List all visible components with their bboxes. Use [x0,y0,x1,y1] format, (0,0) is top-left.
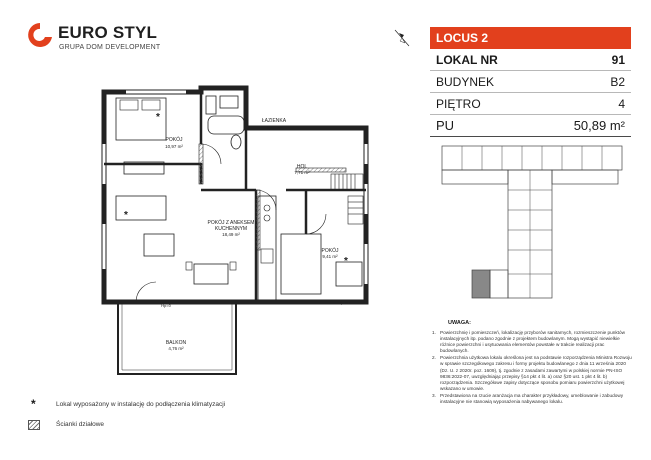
asterisk-icon: * [31,397,36,411]
info-label: PIĘTRO [436,96,481,111]
hatch-pattern-icon [28,420,40,430]
room-label-hol: HOL [297,164,308,170]
info-row-pietro: PIĘTRO 4 [430,93,631,115]
info-label: LOKAL NR [436,52,498,67]
partition-walls [104,92,366,302]
ac-asterisk-icon: * [124,210,128,221]
balcony-door-arc [135,281,157,303]
legend-text: Ścianki działowe [56,421,105,428]
building-key-plan [441,145,623,299]
room-area-salon: 18,49 m² [222,232,240,237]
legend-item-ac: * Lokal wyposażony w instalację do podłą… [28,398,278,418]
note-text: Powierzchnię i pomieszczeń, lokalizację … [440,330,625,354]
bed-2 [280,233,322,295]
note-item: 3. Przedstawiona na rzucie aranżacja ma … [432,393,632,405]
info-row-lokal: LOKAL NR 91 [430,49,631,71]
note-number: 3. [432,392,436,398]
brand-name: EURO STYL [58,23,158,42]
legend-item-partition: Ścianki działowe [28,418,278,438]
info-row-pu: PU 50,89 m² [430,115,631,137]
sink [219,95,239,109]
note-item: 1. Powierzchnię i pomieszczeń, lokalizac… [432,330,632,354]
room-label-pokoj-2: POKÓJ [322,247,339,254]
room-area-lazienka: 4,31 m² [266,125,282,130]
door-arc [200,143,222,165]
room-area-balkon: 4,76 m² [168,346,184,351]
bathtub [207,115,245,135]
room-label-balkon: BALKON [166,340,187,346]
info-label: PU [436,118,455,133]
legend-text: Lokal wyposażony w instalację do podłącz… [56,401,226,408]
note-text: Przedstawiona na rzucie aranżacja ma cha… [440,392,624,405]
notes-section: UWAGA: 1. Powierzchnię i pomieszczeń, lo… [432,320,632,406]
room-area-pokoj-1: 10,97 m² [165,144,183,149]
note-number: 2. [432,355,436,361]
room-area-pokoj-2: 9,41 m² [322,254,338,259]
note-text: Powierzchnia użytkowa lokalu określona j… [440,355,632,391]
room-area-hol: 7,71 m² [294,170,310,175]
bed [115,97,167,141]
room-label-pokoj-1: POKÓJ [166,136,183,143]
door-arc [305,213,327,235]
brand-subtitle: GRUPA DOM DEVELOPMENT [59,44,161,51]
sofa [115,195,167,221]
note-item: 2. Powierzchnia użytkowa lokalu określon… [432,355,632,392]
notes-title: UWAGA: [448,320,471,326]
info-value: 50,89 m² [573,118,625,133]
info-value: 4 [618,96,625,111]
logo: EURO STYL GRUPA DOM DEVELOPMENT [26,21,176,57]
coffee-table [143,233,175,257]
door-threshold-tag: Hp=0 [161,303,171,308]
washing-machine [205,95,217,115]
info-value: 91 [611,52,625,67]
room-label-salon-2: KUCHENNYM [215,226,247,232]
cabinet [335,261,363,287]
dining-table [193,263,229,285]
door-arc [255,189,277,211]
key-plan-block-east [551,169,619,185]
euro-styl-logo-icon [28,23,52,47]
info-row-budynek: BUDYNEK B2 [430,71,631,93]
legend: * Lokal wyposażony w instalację do podłą… [28,398,278,438]
key-plan-block-north [441,145,623,171]
door-threshold-tag: Hp=50 [338,300,351,305]
kitchen-counter [257,195,277,301]
north-arrow-icon [390,26,414,50]
info-label: BUDYNEK [436,74,495,89]
room-label-lazienka: ŁAZIENKA [262,118,287,124]
note-number: 1. [432,330,436,335]
key-plan-block-west [441,169,509,185]
balcony-railing [117,302,237,375]
toilet [230,134,242,150]
floor-plan: POKÓJ 10,97 m² ŁAZIENKA 4,31 m² HOL 7,71… [101,85,369,375]
info-value: B2 [610,74,625,89]
room-label-salon: POKÓJ Z ANEKSEM [208,219,255,226]
unit-info-panel: LOCUS 2 LOKAL NR 91 BUDYNEK B2 PIĘTRO 4 … [430,27,631,137]
project-title: LOCUS 2 [430,27,631,49]
desk [123,161,165,175]
selected-unit-highlight [471,269,491,299]
wardrobe [330,173,364,225]
ac-asterisk-icon: * [344,256,348,267]
ac-asterisk-icon: * [156,112,160,123]
